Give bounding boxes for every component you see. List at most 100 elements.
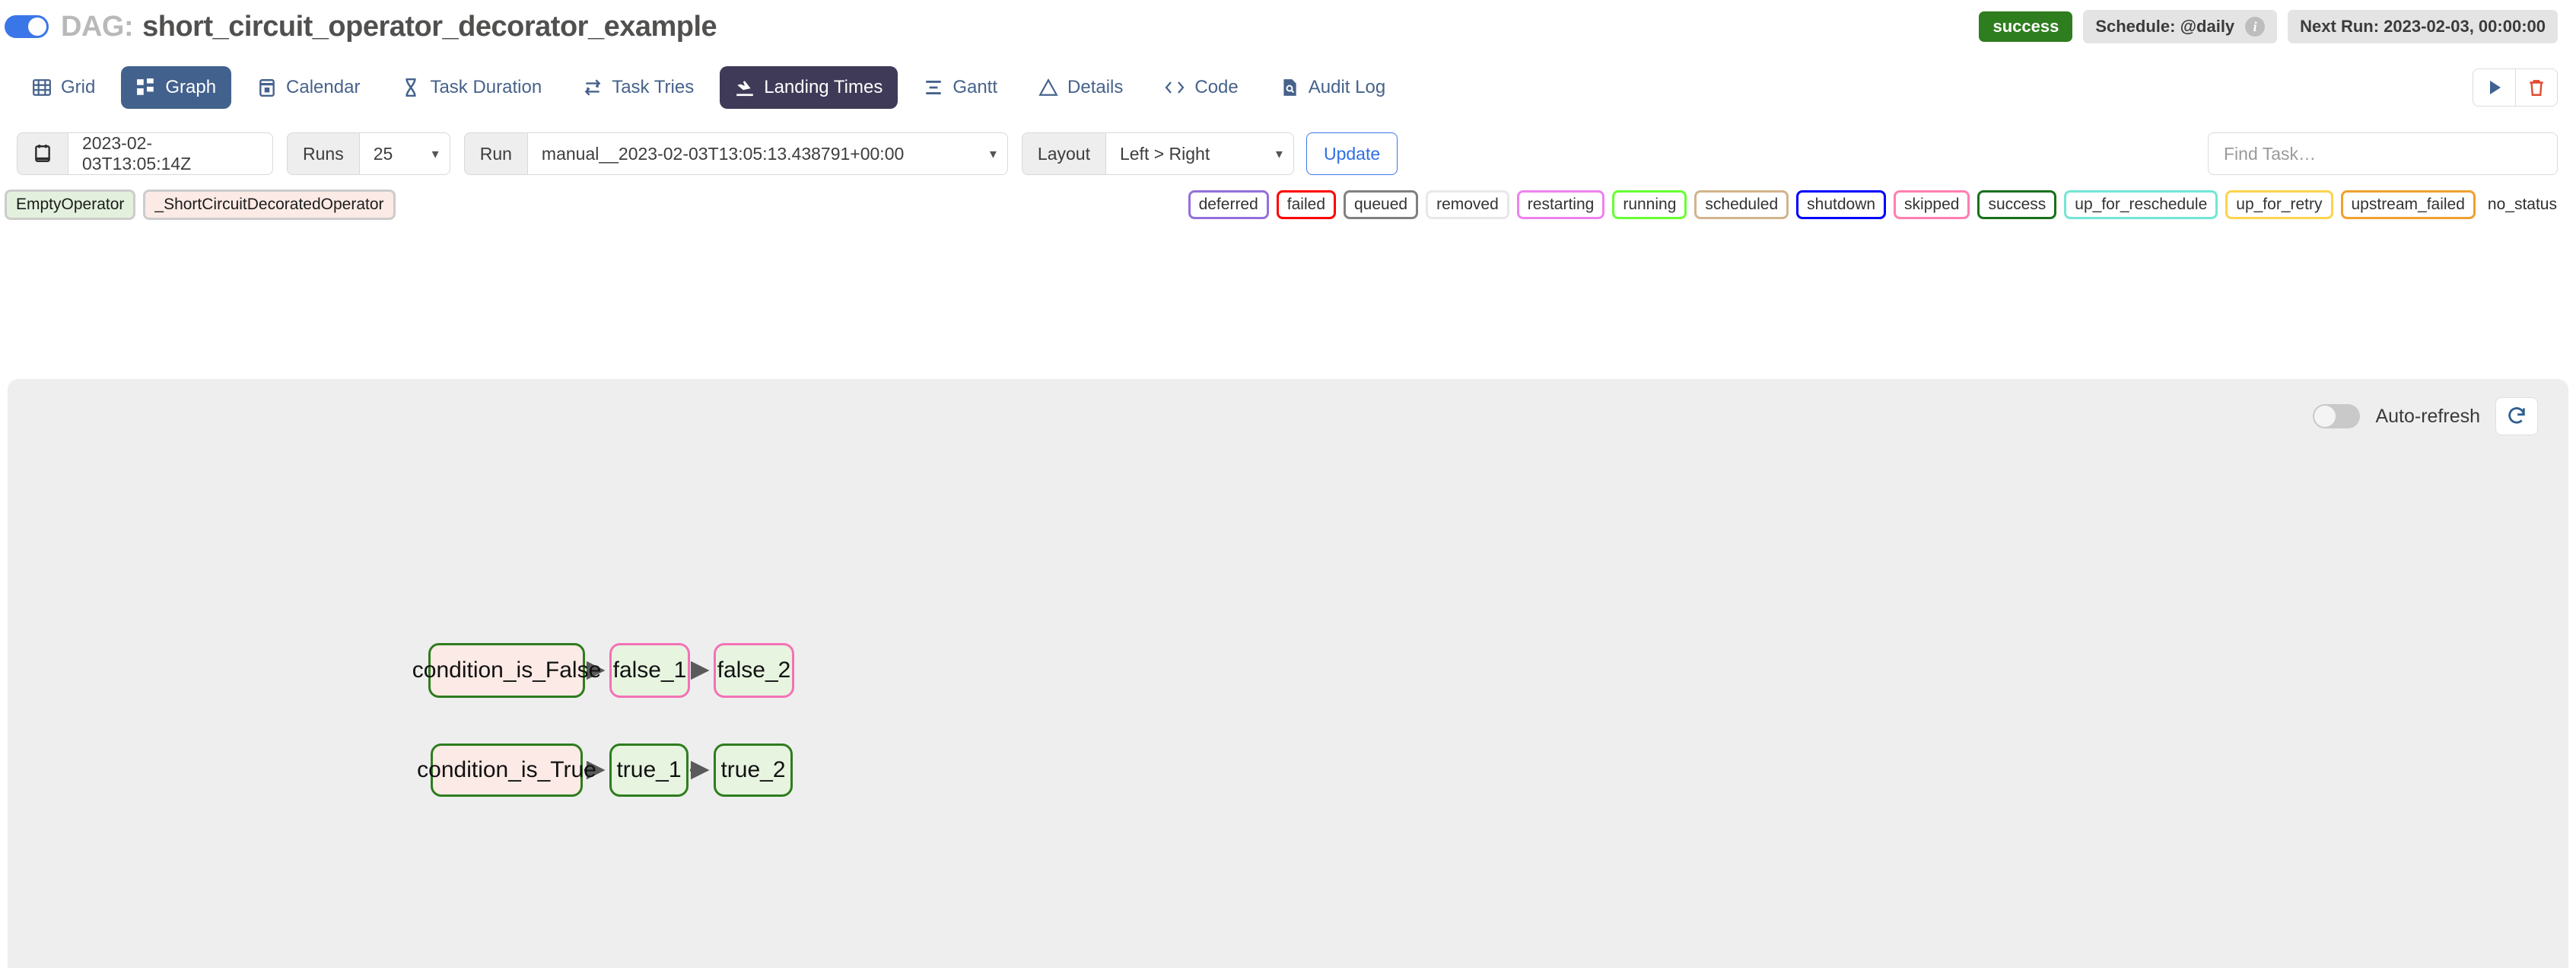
operator-legend-chip[interactable]: EmptyOperator [5, 189, 136, 220]
view-tabbar: Grid Graph Calendar Task Duration Task T… [0, 53, 2576, 122]
status-legend-chip[interactable]: no_status [2487, 196, 2557, 213]
refresh-controls: Auto-refresh [2313, 397, 2538, 435]
runs-filter-group: Runs 25 ▾ [287, 132, 450, 175]
grid-icon [32, 78, 52, 97]
status-legend-chip[interactable]: failed [1276, 190, 1336, 219]
update-button[interactable]: Update [1305, 132, 1398, 175]
tab-audit-log[interactable]: Audit Log [1264, 66, 1401, 109]
graph-node[interactable]: false_2 [714, 643, 794, 698]
header-status-group: success Schedule: @daily i Next Run: 202… [1979, 10, 2558, 43]
page-header: DAG: short_circuit_operator_decorator_ex… [0, 0, 2576, 53]
run-label: Run [463, 132, 527, 175]
landing-icon [735, 78, 755, 97]
dag-pause-toggle[interactable] [5, 15, 49, 38]
status-legend-chip[interactable]: upstream_failed [2340, 190, 2476, 219]
graph-node[interactable]: true_1 [609, 744, 689, 797]
tab-task-tries-label: Task Tries [612, 77, 695, 97]
gantt-icon [924, 78, 943, 97]
status-legend-chip[interactable]: scheduled [1694, 190, 1789, 219]
calendar-picker-icon[interactable] [17, 132, 68, 175]
tab-calendar[interactable]: Calendar [242, 66, 375, 109]
graph-node[interactable]: false_1 [609, 643, 690, 698]
toggle-knob [2314, 406, 2336, 427]
tab-task-duration-label: Task Duration [430, 77, 542, 97]
status-legend-chip[interactable]: up_for_retry [2225, 190, 2333, 219]
find-task-input[interactable]: Find Task… [2208, 132, 2558, 175]
runs-label: Runs [287, 132, 359, 175]
delete-dag-button[interactable] [2515, 68, 2558, 107]
toggle-knob [28, 18, 46, 36]
tab-details[interactable]: Details [1023, 66, 1138, 109]
info-icon[interactable]: i [2245, 17, 2266, 37]
tab-details-label: Details [1067, 77, 1124, 97]
triangle-icon [1038, 78, 1058, 97]
chevron-down-icon: ▾ [989, 146, 997, 161]
chevron-down-icon: ▾ [1275, 146, 1283, 161]
edge-layer [584, 661, 710, 780]
code-icon [1164, 78, 1185, 97]
status-legend-chip[interactable]: success [1977, 190, 2057, 219]
legend-row: EmptyOperator_ShortCircuitDecoratedOpera… [0, 186, 2576, 224]
graph-node[interactable]: true_2 [714, 744, 793, 797]
run-filter-group: Run manual__2023-02-03T13:05:13.438791+0… [463, 132, 1008, 175]
tab-grid-label: Grid [61, 77, 96, 97]
tab-audit-log-label: Audit Log [1308, 77, 1386, 97]
status-legend-chip[interactable]: shutdown [1796, 190, 1887, 219]
retry-icon [583, 78, 603, 97]
auto-refresh-label: Auto-refresh [2375, 405, 2480, 427]
operator-legend-chip[interactable]: _ShortCircuitDecoratedOperator [143, 189, 396, 220]
chevron-down-icon: ▾ [431, 146, 439, 161]
date-input[interactable]: 2023-02-03T13:05:14Z [68, 132, 273, 175]
dag-actions [2473, 68, 2558, 107]
operator-legend: EmptyOperator_ShortCircuitDecoratedOpera… [5, 189, 396, 220]
graph-node[interactable]: condition_is_False [412, 643, 601, 698]
status-legend-chip[interactable]: restarting [1516, 190, 1605, 219]
tab-task-duration[interactable]: Task Duration [386, 66, 557, 109]
next-run-pill: Next Run: 2023-02-03, 00:00:00 [2288, 10, 2558, 43]
hourglass-icon [401, 78, 421, 97]
tab-grid[interactable]: Grid [17, 66, 110, 109]
run-select-value: manual__2023-02-03T13:05:13.438791+00:00 [541, 143, 905, 164]
refresh-button[interactable] [2495, 397, 2538, 435]
layout-label: Layout [1021, 132, 1105, 175]
layout-select-value: Left > Right [1119, 143, 1210, 164]
trigger-dag-button[interactable] [2473, 68, 2515, 107]
next-run-label: Next Run: 2023-02-03, 00:00:00 [2300, 17, 2546, 36]
status-legend-chip[interactable]: removed [1426, 190, 1509, 219]
auto-refresh-toggle[interactable] [2313, 404, 2361, 428]
status-legend-chip[interactable]: queued [1344, 190, 1419, 219]
tab-gantt[interactable]: Gantt [908, 66, 1013, 109]
page-title: short_circuit_operator_decorator_example [142, 10, 717, 43]
tab-task-tries[interactable]: Task Tries [568, 66, 709, 109]
status-legend-chip[interactable]: up_for_reschedule [2064, 190, 2218, 219]
graph-node[interactable]: condition_is_True [417, 744, 596, 797]
schedule-label: Schedule: @daily [2095, 17, 2235, 36]
status-legend-chip[interactable]: skipped [1894, 190, 1970, 219]
status-legend-chip[interactable]: running [1612, 190, 1687, 219]
tab-graph[interactable]: Graph [121, 66, 232, 109]
date-filter-group: 2023-02-03T13:05:14Z [17, 132, 273, 175]
runs-select[interactable]: 25 ▾ [358, 132, 450, 175]
tab-landing-times[interactable]: Landing Times [720, 66, 898, 109]
audit-icon [1280, 78, 1299, 97]
tab-landing-times-label: Landing Times [764, 77, 883, 97]
filter-toolbar: 2023-02-03T13:05:14Z Runs 25 ▾ Run manua… [0, 122, 2576, 186]
runs-select-value: 25 [373, 143, 393, 164]
tab-calendar-label: Calendar [286, 77, 361, 97]
calendar-icon [257, 78, 277, 97]
dag-prefix-label: DAG: [61, 10, 134, 43]
tab-code[interactable]: Code [1149, 66, 1253, 109]
layout-select[interactable]: Left > Right ▾ [1105, 132, 1294, 175]
tab-gantt-label: Gantt [952, 77, 998, 97]
run-select[interactable]: manual__2023-02-03T13:05:13.438791+00:00… [526, 132, 1008, 175]
status-legend-chip[interactable]: deferred [1188, 190, 1269, 219]
schedule-pill[interactable]: Schedule: @daily i [2083, 10, 2278, 43]
graph-icon [136, 78, 156, 97]
layout-filter-group: Layout Left > Right ▾ [1021, 132, 1294, 175]
find-task-placeholder: Find Task… [2224, 143, 2317, 164]
tab-graph-label: Graph [165, 77, 217, 97]
status-badge: success [1979, 11, 2073, 42]
